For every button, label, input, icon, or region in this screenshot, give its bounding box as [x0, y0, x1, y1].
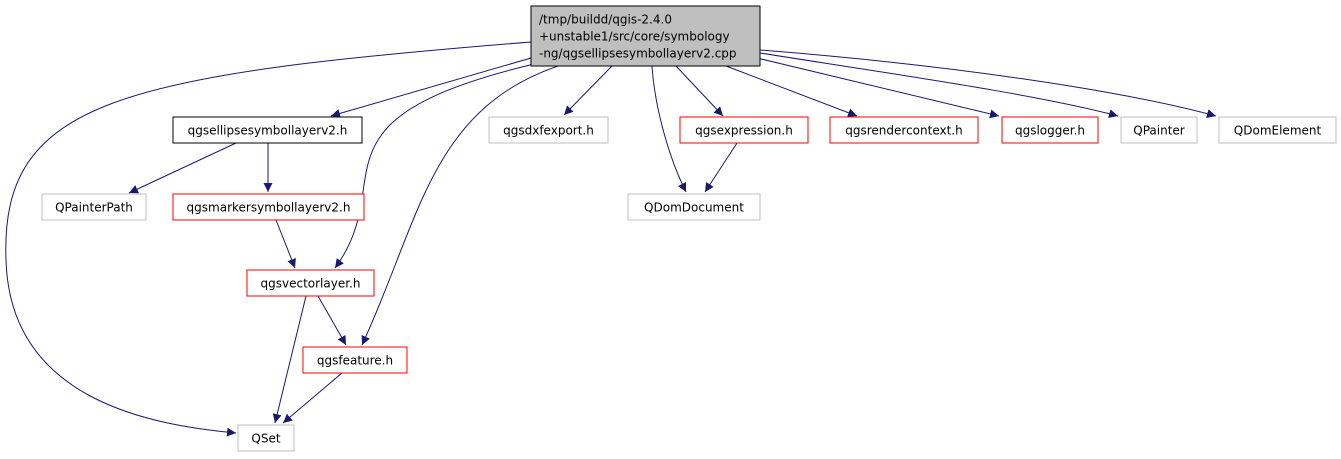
edge-arrow — [5, 41, 532, 437]
node-qset[interactable]: QSet — [237, 424, 295, 452]
node-label: qgslogger.h — [1015, 124, 1085, 138]
node-qgsmarkersymbollayerv2-h[interactable]: qgsmarkersymbollayerv2.h — [172, 193, 365, 221]
node-label: qgsmarkersymbollayerv2.h — [187, 201, 351, 215]
edge-arrow — [675, 65, 724, 117]
node-qgsellipsesymbollayerv2-h[interactable]: qgsellipsesymbollayerv2.h — [172, 116, 363, 144]
node-box — [829, 116, 979, 144]
edge-root-to-qgslogger_h — [756, 57, 1000, 119]
node-qgsrendercontext-h[interactable]: qgsrendercontext.h — [829, 116, 979, 144]
edge-arrow — [704, 142, 738, 193]
edge-qgsellipsesymbollayerv2_h-to-qpainterpath — [128, 142, 237, 194]
node-box — [488, 116, 609, 144]
edge-root-to-qgsellipsesymbollayerv2_h — [330, 57, 532, 118]
edge-root-to-qdomdocument — [651, 65, 687, 193]
node-box — [237, 424, 295, 452]
node-box — [530, 5, 761, 67]
node-qdomelement[interactable]: QDomElement — [1218, 116, 1337, 144]
node-qgslogger-h[interactable]: qgslogger.h — [1001, 116, 1099, 144]
edge-root-to-qset — [5, 41, 532, 437]
node-label: qgsrendercontext.h — [845, 124, 962, 138]
node-label: QDomDocument — [644, 201, 744, 215]
node-qgsfeature-h[interactable]: qgsfeature.h — [302, 346, 408, 374]
node-qgsdxfexport-h[interactable]: qgsdxfexport.h — [488, 116, 609, 144]
node-label: qgsfeature.h — [317, 354, 393, 368]
edge-arrow — [563, 65, 613, 116]
edge-arrow — [272, 295, 307, 424]
node-label: +unstable1/src/core/symbology — [539, 30, 730, 44]
nodes-layer: /tmp/buildd/qgis-2.4.0 +unstable1/src/cor… — [41, 5, 1337, 452]
edge-arrow — [128, 142, 237, 194]
node-box — [302, 346, 408, 374]
node-label: -ng/qgsellipsesymbollayerv2.cpp — [539, 47, 737, 61]
node-label: qgsvectorlayer.h — [261, 277, 361, 291]
edge-arrow — [282, 372, 343, 424]
node-qgsvectorlayer-h[interactable]: qgsvectorlayer.h — [246, 269, 375, 297]
node-root: /tmp/buildd/qgis-2.4.0 +unstable1/src/cor… — [530, 5, 761, 67]
edge-qgsexpression_h-to-qdomdocument — [704, 142, 738, 193]
edge-arrow — [756, 57, 1000, 119]
edge-arrow — [330, 57, 532, 118]
edge-qgsfeature_h-to-qset — [282, 372, 343, 424]
edge-qgsvectorlayer_h-to-qset — [272, 295, 307, 424]
edge-arrow — [759, 49, 1217, 118]
edge-root-to-qgsdxfexport_h — [563, 65, 613, 116]
node-label: QPainter — [1133, 124, 1185, 138]
node-label: QSet — [251, 432, 280, 446]
node-box — [172, 116, 363, 144]
node-box — [1120, 116, 1198, 144]
edge-arrow — [725, 65, 858, 117]
edge-arrow — [275, 219, 296, 269]
edge-arrow — [361, 65, 559, 346]
edge-arrow — [759, 52, 1119, 119]
edge-qgsmarkersymbollayerv2_h-to-qgsvectorlayer_h — [275, 219, 296, 269]
edge-root-to-qdomelement — [759, 49, 1217, 118]
node-qdomdocument[interactable]: QDomDocument — [627, 193, 761, 221]
node-label: qgsdxfexport.h — [503, 124, 594, 138]
node-label: /tmp/buildd/qgis-2.4.0 — [539, 13, 672, 27]
node-box — [1218, 116, 1337, 144]
node-qgsexpression-h[interactable]: qgsexpression.h — [679, 116, 809, 144]
node-label: qgsexpression.h — [695, 124, 793, 138]
node-qpainter[interactable]: QPainter — [1120, 116, 1198, 144]
node-box — [679, 116, 809, 144]
node-box — [627, 193, 761, 221]
edge-root-to-qgsrendercontext_h — [725, 65, 858, 117]
node-label: QDomElement — [1234, 124, 1322, 138]
node-label: qgsellipsesymbollayerv2.h — [188, 124, 348, 138]
edge-arrow — [651, 65, 687, 193]
node-qpainterpath[interactable]: QPainterPath — [41, 193, 147, 221]
node-box — [172, 193, 365, 221]
node-box — [41, 193, 147, 221]
node-box — [1001, 116, 1099, 144]
node-label: QPainterPath — [55, 201, 133, 215]
edge-root-to-qgsvectorlayer_h — [334, 63, 535, 269]
edge-arrow — [334, 63, 535, 269]
edge-root-to-qpainter — [759, 52, 1119, 119]
edge-arrow — [317, 295, 347, 346]
edge-root-to-qgsfeature_h — [361, 65, 559, 346]
edge-qgsvectorlayer_h-to-qgsfeature_h — [317, 295, 347, 346]
edge-root-to-qgsexpression_h — [675, 65, 724, 117]
node-box — [246, 269, 375, 297]
edges-layer — [5, 41, 1217, 437]
